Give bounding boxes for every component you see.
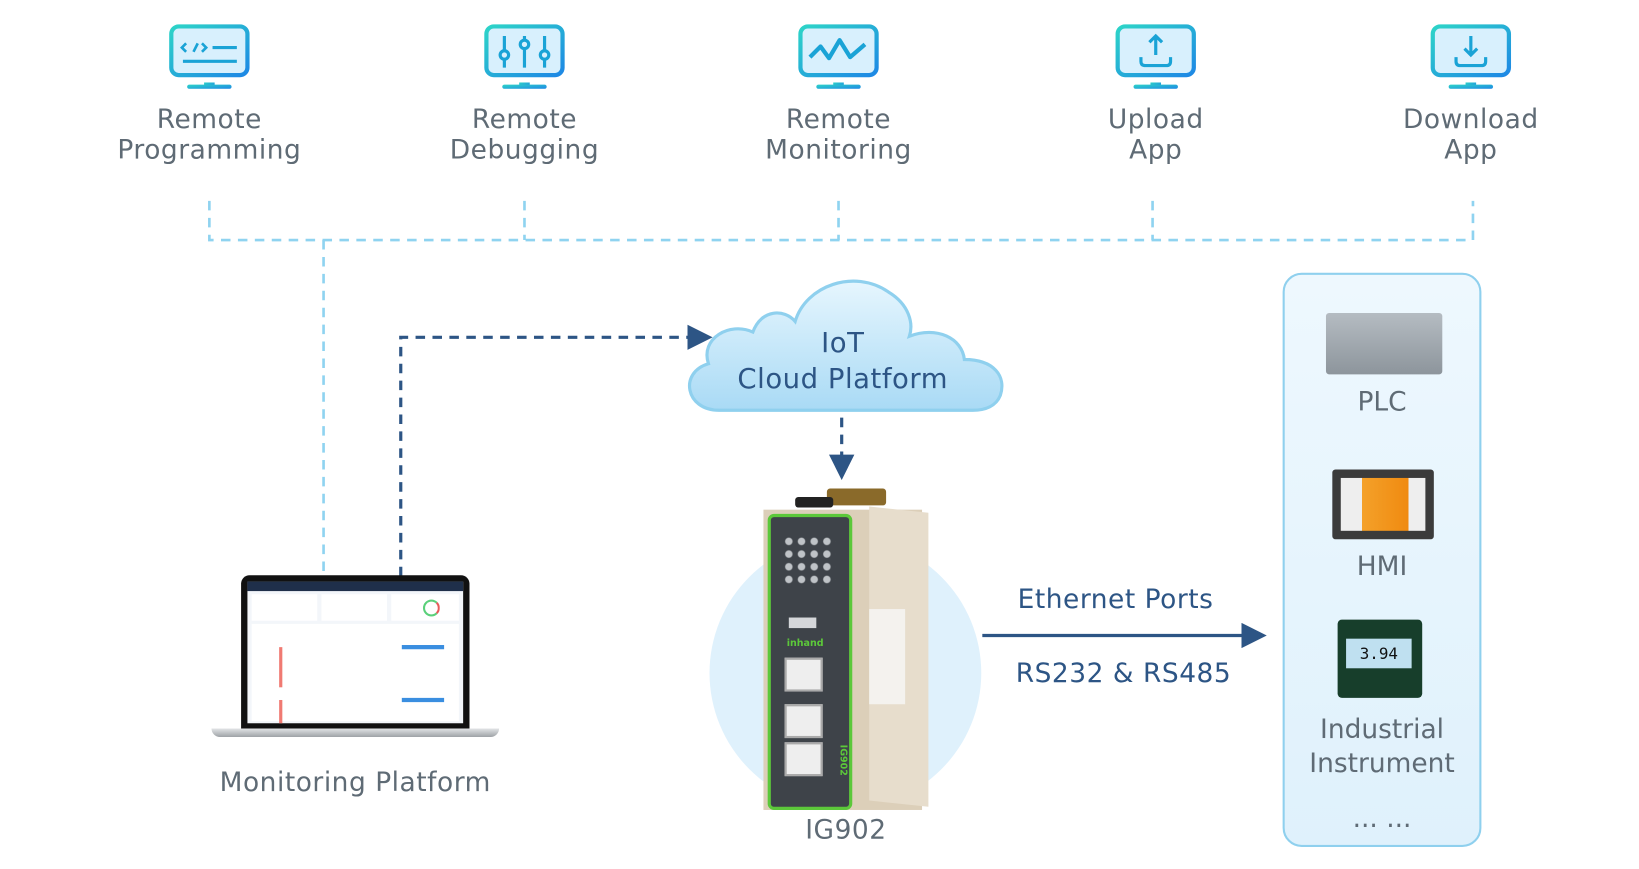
device-sticker (869, 609, 906, 705)
gateway-device: inhand IG902 (763, 488, 941, 810)
sliders-monitor-icon (484, 24, 565, 89)
plc-label: PLC (1357, 385, 1407, 417)
status-leds (782, 535, 836, 588)
ethernet-ports-label: Ethernet Ports (1017, 583, 1214, 615)
ethernet-port-2 (784, 742, 823, 777)
laptop-screen (247, 581, 464, 724)
laptop-to-cloud-arrow (399, 324, 713, 577)
download-monitor-icon (1430, 24, 1512, 89)
hmi-label: HMI (1356, 550, 1408, 582)
laptop-base (211, 728, 500, 738)
serial-ports-label: RS232 & RS485 (1015, 657, 1232, 689)
plc-icon (1325, 312, 1443, 375)
ethernet-port-1 (784, 704, 823, 739)
model-badge: IG902 (837, 744, 848, 776)
upload-monitor-icon (1115, 24, 1196, 89)
gateway-label: IG902 (805, 814, 887, 845)
instrument-reading: 3.94 (1346, 638, 1412, 669)
pulse-monitor-icon (798, 24, 879, 89)
laptop-label: Monitoring Platform (219, 766, 491, 798)
cloud-icon (687, 279, 1004, 412)
instrument-icon: 3.94 (1337, 619, 1423, 698)
laptop (211, 575, 500, 742)
console-port (784, 657, 823, 692)
code-monitor-icon (169, 24, 250, 89)
brand-logo: inhand (786, 638, 824, 650)
hmi-icon (1332, 469, 1434, 540)
usb-port (788, 617, 817, 629)
feature-bus-line (208, 200, 1475, 577)
more-devices-ellipsis: ... ... (1352, 802, 1412, 834)
antenna-connectors (826, 488, 887, 506)
